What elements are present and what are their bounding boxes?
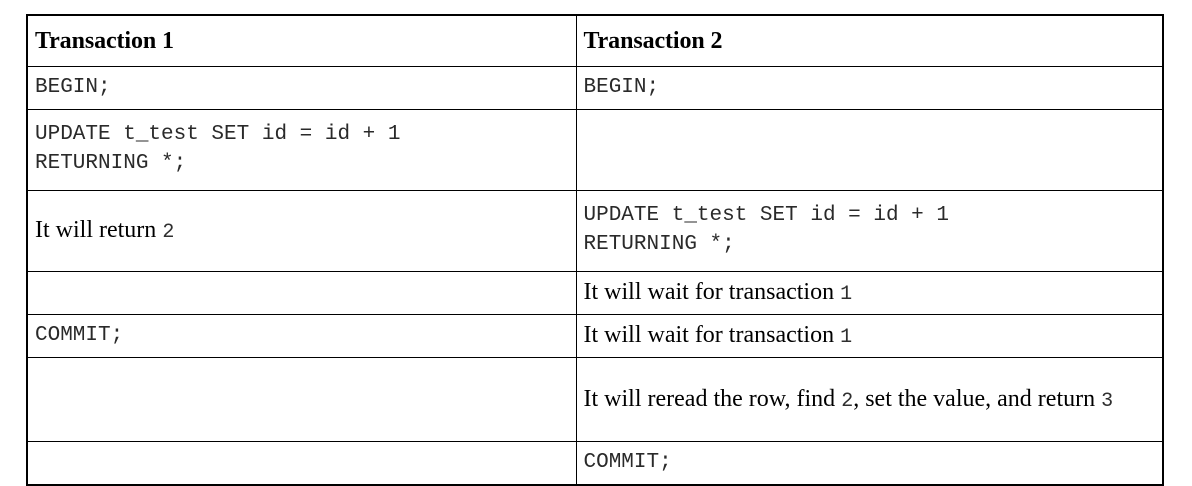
reread-found-value: 2 bbox=[841, 389, 854, 413]
cell-t1-return-result: It will return 2 bbox=[26, 190, 577, 272]
table-row: UPDATE t_test SET id = id + 1 RETURNING … bbox=[26, 109, 1164, 191]
table-row: BEGIN; BEGIN; bbox=[26, 66, 1164, 110]
wait-text-prefix: It will wait for transaction bbox=[583, 322, 841, 349]
reread-text-middle: , set the value, and return bbox=[853, 385, 1102, 412]
cell-t2-empty-1 bbox=[575, 109, 1164, 191]
table-row: COMMIT; bbox=[26, 441, 1164, 486]
table-header-row: Transaction 1 Transaction 2 bbox=[26, 14, 1164, 67]
return-value: 2 bbox=[162, 221, 175, 245]
cell-t2-wait-2: It will wait for transaction 1 bbox=[575, 314, 1164, 358]
column-header-transaction-2: Transaction 2 bbox=[575, 14, 1164, 67]
column-header-transaction-1: Transaction 1 bbox=[26, 14, 577, 67]
table-row: It will reread the row, find 2, set the … bbox=[26, 357, 1164, 442]
wait-transaction-number: 1 bbox=[840, 326, 853, 350]
wait-text-prefix: It will wait for transaction bbox=[583, 279, 841, 306]
cell-t2-reread: It will reread the row, find 2, set the … bbox=[575, 357, 1164, 442]
table-row: COMMIT; It will wait for transaction 1 bbox=[26, 314, 1164, 358]
wait-transaction-number: 1 bbox=[840, 283, 853, 307]
cell-t1-update: UPDATE t_test SET id = id + 1 RETURNING … bbox=[26, 109, 577, 191]
table-row: It will wait for transaction 1 bbox=[26, 271, 1164, 315]
reread-returned-value: 3 bbox=[1101, 389, 1114, 413]
cell-t2-commit: COMMIT; bbox=[575, 441, 1164, 486]
cell-t2-begin: BEGIN; bbox=[575, 66, 1164, 110]
table-row: It will return 2 UPDATE t_test SET id = … bbox=[26, 190, 1164, 272]
reread-text-prefix: It will reread the row, find bbox=[583, 385, 842, 412]
return-text-prefix: It will return bbox=[35, 217, 163, 244]
transaction-comparison-table: Transaction 1 Transaction 2 BEGIN; BEGIN… bbox=[26, 14, 1164, 486]
cell-t1-commit: COMMIT; bbox=[26, 314, 577, 358]
cell-t1-begin: BEGIN; bbox=[26, 66, 577, 110]
cell-t2-update: UPDATE t_test SET id = id + 1 RETURNING … bbox=[575, 190, 1164, 272]
transaction-comparison-table-container: Transaction 1 Transaction 2 BEGIN; BEGIN… bbox=[26, 14, 1164, 486]
cell-t1-empty-2 bbox=[26, 357, 577, 442]
cell-t2-wait-1: It will wait for transaction 1 bbox=[575, 271, 1164, 315]
cell-t1-empty-3 bbox=[26, 441, 577, 486]
cell-t1-empty-1 bbox=[26, 271, 577, 315]
